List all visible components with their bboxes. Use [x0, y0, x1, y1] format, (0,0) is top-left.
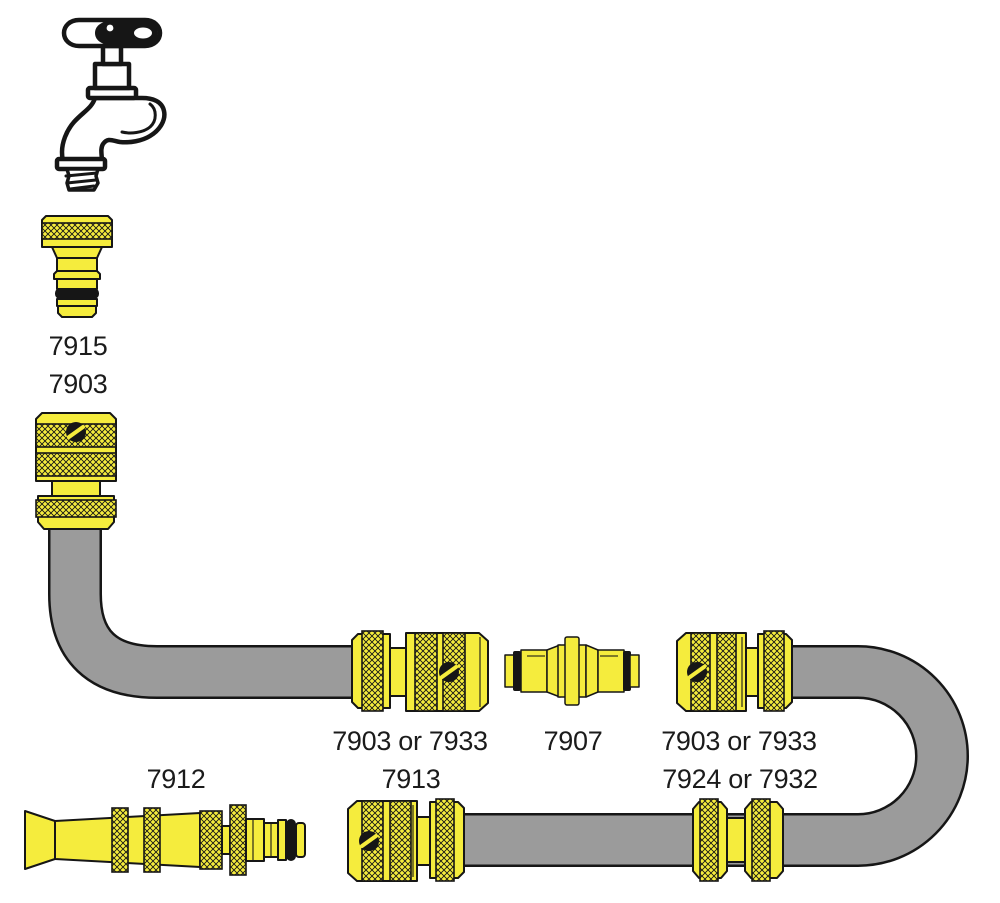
part-tap-connector-7915 [41, 215, 113, 318]
label-tap-connector: 7915 [49, 331, 108, 361]
o-ring [286, 819, 296, 861]
knurl-band [35, 452, 117, 477]
o-ring [513, 651, 521, 691]
knurl-band [41, 222, 113, 240]
knurl-band [199, 810, 223, 870]
screw-icon [439, 662, 459, 682]
label-hose-end-top: 7903 [49, 369, 108, 399]
knurl-band [716, 632, 737, 712]
label-hose-end-left: 7903 or 7933 [332, 726, 488, 756]
knurl-band [763, 630, 785, 712]
part-double-male-joiner-7907 [504, 636, 640, 706]
tap-icon [54, 17, 167, 192]
hose-segment-top [48, 522, 358, 699]
label-hose-repairer: 7924 or 7932 [662, 764, 818, 794]
part-hose-end-connector-right [676, 630, 793, 712]
center-flange [564, 636, 580, 706]
knurl-band [35, 499, 117, 518]
screw-icon [359, 831, 379, 851]
screw-icon [66, 422, 86, 442]
knurl-band [435, 798, 455, 882]
knurl-band [751, 798, 771, 882]
knurl-ring [143, 807, 161, 873]
part-hose-end-connector-7903-top [35, 412, 117, 530]
hose-segment-loop [462, 645, 969, 867]
screw-icon [687, 662, 707, 682]
o-ring [623, 651, 631, 691]
part-hose-end-connector-left [351, 630, 489, 712]
knurl-ring [229, 804, 247, 876]
knurl-ring [111, 807, 129, 873]
knurl-band [389, 800, 412, 882]
label-hose-end-right: 7903 or 7933 [661, 726, 817, 756]
part-hose-repairer [692, 798, 784, 882]
o-ring [55, 288, 99, 299]
knurl-band [414, 632, 438, 712]
label-hose-end-bottom: 7913 [382, 764, 441, 794]
part-hose-end-connector-7913 [347, 798, 465, 882]
label-spray-nozzle: 7912 [147, 764, 206, 794]
knurl-band [361, 630, 384, 712]
part-spray-nozzle-7912 [24, 804, 306, 876]
knurl-band [699, 798, 719, 882]
label-joiner: 7907 [544, 726, 603, 756]
